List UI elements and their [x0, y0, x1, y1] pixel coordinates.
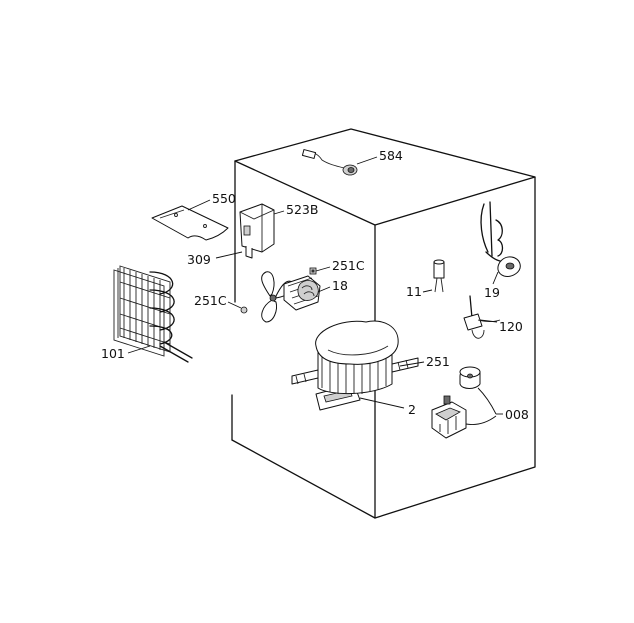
relay-cover-part [215, 203, 285, 259]
label-18: 18 [332, 278, 348, 293]
label-19: 19 [484, 285, 500, 300]
fan-blade-part [227, 271, 294, 323]
label-523b: 523B [286, 202, 318, 217]
label-550: 550 [212, 191, 236, 206]
condenser-part [113, 265, 193, 363]
label-309: 309 [187, 252, 211, 267]
label-584: 584 [379, 148, 403, 163]
capacitor-part [422, 259, 445, 293]
label-251c-left: 251C [194, 293, 227, 308]
bracket-plate-part [151, 199, 229, 241]
overload-relay-part [431, 366, 503, 439]
label-2: 2 [408, 402, 416, 417]
fan-motor-part [283, 275, 331, 311]
label-008: 008 [505, 407, 529, 422]
part-number-labels: 584 550 523B 309 251C 18 251C 11 19 120 … [101, 148, 529, 422]
compressor-part [291, 320, 425, 411]
nut-part [309, 266, 331, 275]
label-251: 251 [426, 354, 450, 369]
label-251c-top: 251C [332, 258, 365, 273]
thermostat-part [480, 201, 521, 285]
label-101: 101 [101, 346, 125, 361]
label-120: 120 [499, 319, 523, 334]
relay-part [463, 295, 501, 339]
thermostat-sensor-part [301, 149, 378, 176]
label-11: 11 [406, 284, 422, 299]
